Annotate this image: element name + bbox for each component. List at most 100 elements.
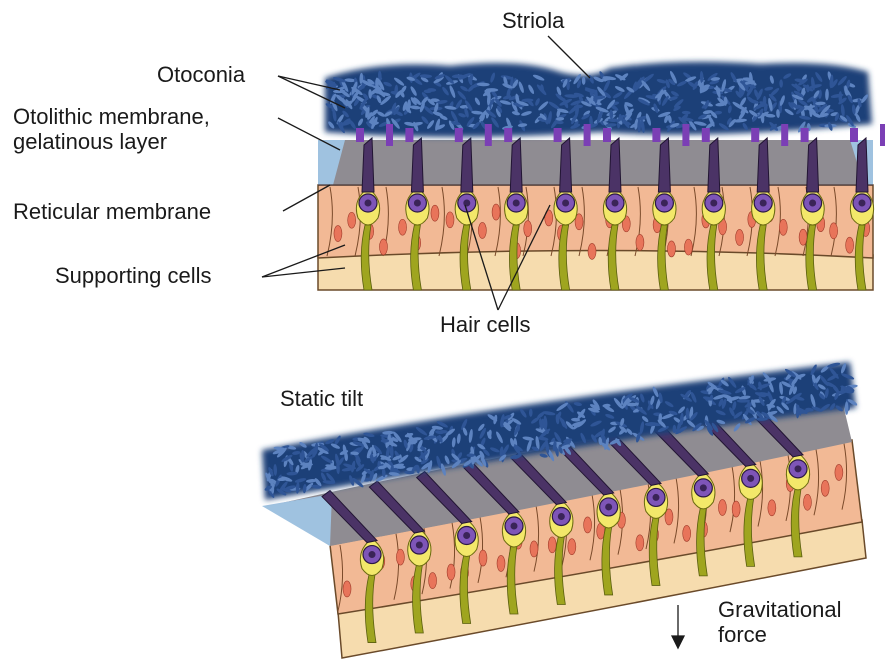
- label-reticular-membrane: Reticular membrane: [13, 199, 211, 224]
- kinocilium-tip: [880, 124, 885, 146]
- tilted-hair-cell-nucleolus: [605, 503, 612, 510]
- kinocilium-tip: [584, 124, 591, 146]
- tilted-hair-cell-nucleolus: [416, 542, 423, 549]
- stereocilia-tip: [405, 128, 413, 142]
- hair-bundle: [856, 138, 868, 192]
- supporting-nucleus: [399, 219, 407, 235]
- supporting-nucleus: [334, 226, 342, 242]
- supporting-nucleus: [446, 212, 454, 228]
- supporting-nucleus: [478, 222, 486, 238]
- upright-otolith-panel: [318, 62, 885, 290]
- stereocilia-tip: [554, 128, 562, 142]
- hair-cell-nucleolus: [612, 200, 619, 207]
- tilted-nucleus: [396, 549, 404, 565]
- label-grav-line1: Gravitational: [718, 597, 842, 622]
- gravity-arrow-head: [672, 636, 684, 648]
- stereocilia-tip: [751, 128, 759, 142]
- stereocilia-tip: [850, 128, 858, 142]
- hair-bundle: [560, 138, 572, 192]
- stereocilia-tip: [603, 128, 611, 142]
- tilted-hair-cell-nucleolus: [463, 532, 470, 539]
- label-grav-line2: force: [718, 622, 842, 647]
- supporting-nucleus: [830, 223, 838, 239]
- tilted-nucleus: [584, 517, 592, 533]
- hair-cell-nucleolus: [463, 200, 470, 207]
- tilted-nucleus: [447, 564, 455, 580]
- tilted-nucleus: [548, 537, 556, 553]
- stereocilia-tip: [702, 128, 710, 142]
- supporting-nucleus: [667, 241, 675, 257]
- label-otolithic-line1: Otolithic membrane,: [13, 104, 210, 129]
- tilted-nucleus: [479, 550, 487, 566]
- tilted-nucleus: [718, 500, 726, 516]
- stereocilia-tip: [455, 128, 463, 142]
- tilted-nucleus: [530, 541, 538, 557]
- supporting-nucleus: [846, 237, 854, 253]
- hair-bundle: [658, 138, 670, 192]
- label-otolithic-line2: gelatinous layer: [13, 129, 210, 154]
- tilted-nucleus: [568, 539, 576, 555]
- hair-cell-nucleolus: [513, 200, 520, 207]
- supporting-nucleus: [431, 205, 439, 221]
- kinocilium-tip: [781, 124, 788, 146]
- hair-bundle: [807, 138, 819, 192]
- hair-bundle: [461, 138, 473, 192]
- kinocilium-tip: [485, 124, 492, 146]
- hair-cell-nucleolus: [562, 200, 569, 207]
- tilted-nucleus: [835, 464, 843, 480]
- tilted-nucleus: [803, 494, 811, 510]
- label-static-tilt: Static tilt: [280, 386, 363, 411]
- label-supporting-cells: Supporting cells: [55, 263, 212, 288]
- tilted-nucleus: [429, 573, 437, 589]
- hair-bundle: [757, 138, 769, 192]
- tilted-hair-cell-nucleolus: [653, 494, 660, 501]
- stereocilia-tip: [652, 128, 660, 142]
- tilted-nucleus: [636, 535, 644, 551]
- tilted-hair-cell-nucleolus: [558, 513, 565, 520]
- supporting-nucleus: [588, 243, 596, 259]
- supporting-nucleus: [492, 204, 500, 220]
- label-gravitational-force: Gravitational force: [718, 597, 842, 648]
- hair-cell-nucleolus: [414, 200, 421, 207]
- kinocilium-tip: [386, 124, 393, 146]
- hair-cell-nucleolus: [661, 200, 668, 207]
- supporting-nucleus: [524, 221, 532, 237]
- tilted-gel-left-edge: [262, 494, 332, 546]
- supporting-nucleus: [379, 239, 387, 255]
- tilted-nucleus: [683, 525, 691, 541]
- hair-bundle: [362, 138, 374, 192]
- label-otolithic-membrane: Otolithic membrane, gelatinous layer: [13, 104, 210, 155]
- hair-cell-nucleolus: [710, 200, 717, 207]
- hair-bundle: [411, 138, 423, 192]
- stereocilia-tip: [801, 128, 809, 142]
- supporting-nucleus: [779, 219, 787, 235]
- hair-bundle: [708, 138, 720, 192]
- tilted-nucleus: [343, 581, 351, 597]
- tilted-hair-cell-nucleolus: [369, 551, 376, 558]
- supporting-nucleus: [736, 229, 744, 245]
- supporting-nucleus: [684, 239, 692, 255]
- hair-bundle: [510, 138, 522, 192]
- hair-bundle: [609, 138, 621, 192]
- tilted-hair-cell-nucleolus: [700, 484, 707, 491]
- supporting-nucleus: [348, 212, 356, 228]
- tilted-hair-cell-nucleolus: [511, 522, 518, 529]
- hair-cell-nucleolus: [859, 200, 866, 207]
- label-hair-cells: Hair cells: [440, 312, 530, 337]
- supporting-nucleus: [636, 234, 644, 250]
- supporting-nucleus: [799, 229, 807, 245]
- stereocilia-tip: [504, 128, 512, 142]
- hair-cell-nucleolus: [809, 200, 816, 207]
- label-otoconia: Otoconia: [157, 62, 245, 87]
- stereocilia-tip: [356, 128, 364, 142]
- tilted-otoconium: [529, 409, 533, 417]
- label-striola: Striola: [502, 8, 564, 33]
- gelatinous-layer: [318, 140, 873, 185]
- tilted-hair-cell-nucleolus: [747, 475, 754, 482]
- tilted-nucleus: [732, 501, 740, 517]
- hair-cell-nucleolus: [760, 200, 767, 207]
- tilted-nucleus: [821, 480, 829, 496]
- tilted-hair-cell-nucleolus: [795, 465, 802, 472]
- kinocilium-tip: [682, 124, 689, 146]
